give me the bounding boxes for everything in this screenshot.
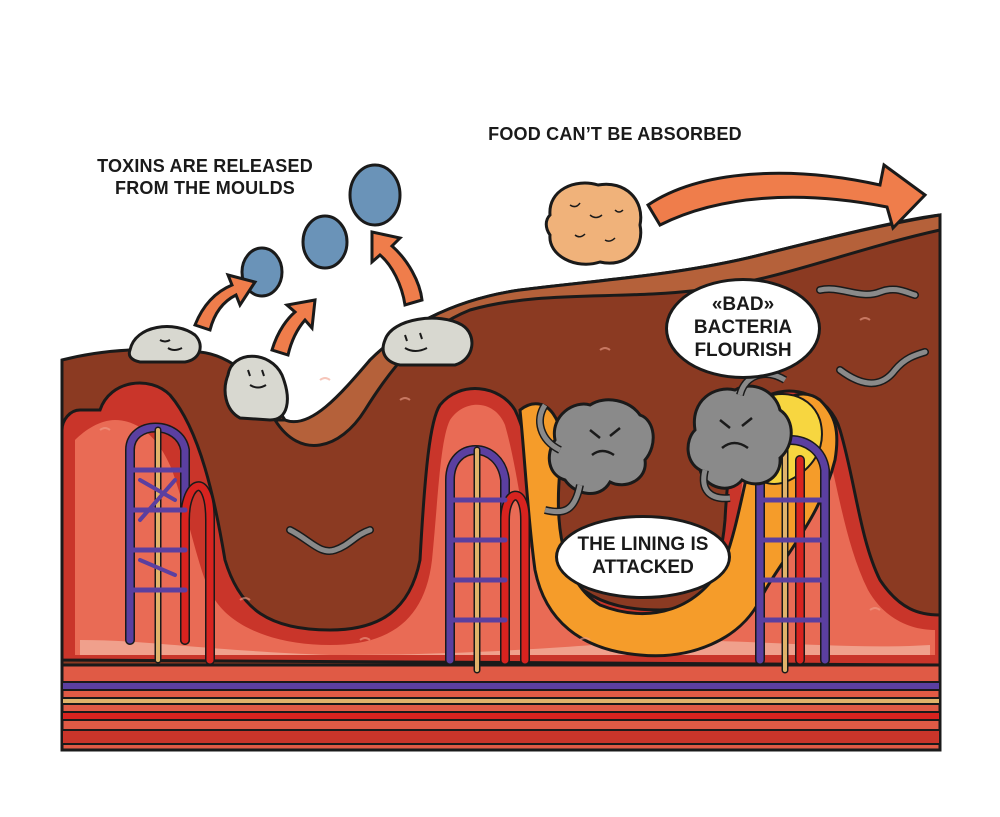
food-label-text: FOOD CAN’T BE ABSORBED: [488, 124, 742, 144]
arrow-icon: [270, 298, 317, 357]
bad-bacteria-line1: «BAD»: [711, 294, 775, 316]
worm-bacteria-icon: [286, 526, 374, 555]
submucosa-layers: [60, 658, 942, 752]
bad-bacteria-icon: [536, 398, 655, 516]
arrow-icon: [370, 230, 424, 307]
worm-bacteria-icon: [816, 285, 919, 299]
arrow-icon: [645, 162, 928, 231]
arrow-icon: [193, 272, 258, 332]
lining-attacked-bubble: THE LINING IS ATTACKED: [555, 515, 731, 599]
mould-icon: [381, 316, 474, 367]
blood-vessel-icon: [125, 422, 215, 665]
worm-bacteria-icon: [836, 348, 929, 388]
mould-icon: [223, 354, 289, 422]
lining-attacked-line2: ATTACKED: [592, 557, 694, 578]
bad-bacteria-line2: BACTERIA: [693, 317, 793, 339]
blood-vessel-icon: [445, 445, 530, 674]
toxins-label: TOXINS ARE RELEASED FROM THE MOULDS: [95, 156, 315, 199]
bad-bacteria-bubble: «BAD» BACTERIA FLOURISH: [665, 278, 821, 379]
food-particle-icon: [544, 181, 643, 266]
food-label: FOOD CAN’T BE ABSORBED: [460, 124, 770, 146]
spore-icon: [301, 214, 349, 270]
toxins-label-line2: FROM THE MOULDS: [115, 177, 295, 198]
spore-icon: [348, 163, 402, 227]
lining-attacked-line1: THE LINING IS: [577, 534, 709, 556]
mould-icon: [127, 325, 202, 364]
bad-bacteria-line3: FLOURISH: [694, 339, 792, 361]
toxins-label-line1: TOXINS ARE RELEASED: [97, 156, 313, 176]
bad-bacteria-icon: [686, 370, 793, 503]
